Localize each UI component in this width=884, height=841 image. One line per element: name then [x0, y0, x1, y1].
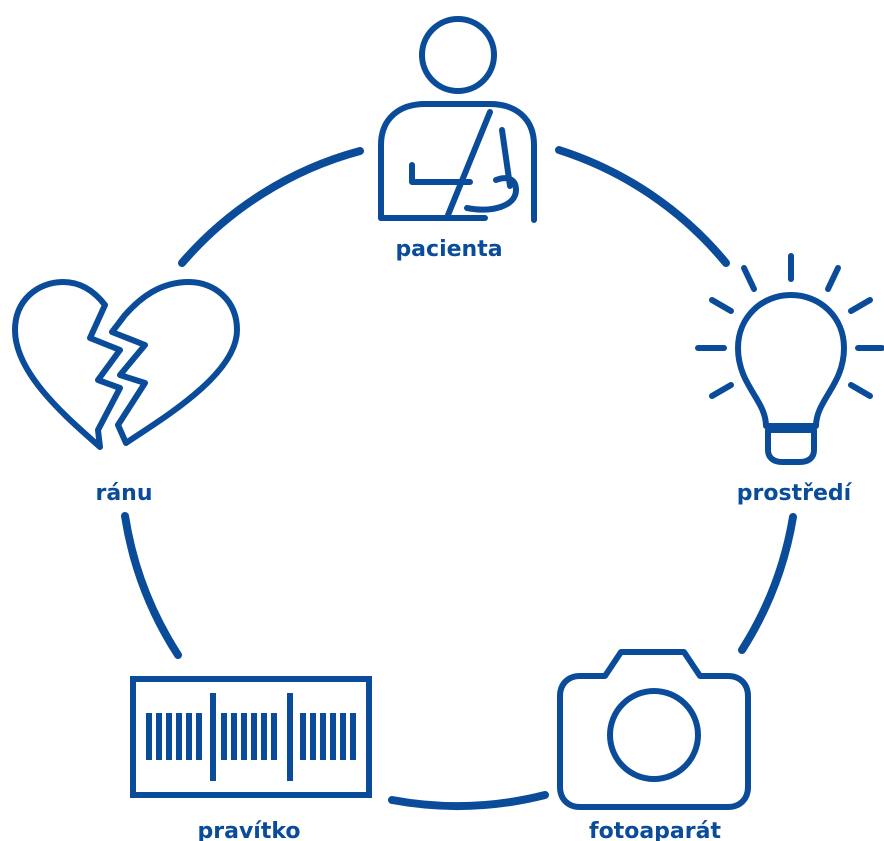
camera-icon	[557, 649, 751, 810]
label-environment: prostředí	[737, 481, 853, 506]
arc-ruler-wound	[121, 512, 182, 659]
label-ruler: pravítko	[198, 819, 301, 841]
arc-wound-patient	[178, 147, 364, 267]
arc-camera-ruler	[388, 791, 549, 810]
broken-heart-icon	[12, 279, 240, 450]
light-bulb-icon	[695, 253, 884, 465]
arc-environment-camera	[738, 513, 797, 654]
label-camera: fotoaparát	[589, 819, 721, 841]
patient-arm-sling-icon	[378, 16, 537, 223]
label-patient: pacienta	[395, 237, 502, 262]
label-wound: ránu	[95, 481, 152, 506]
cycle-ring	[121, 146, 797, 810]
arc-patient-environment	[555, 146, 730, 267]
ruler-icon	[130, 676, 372, 798]
